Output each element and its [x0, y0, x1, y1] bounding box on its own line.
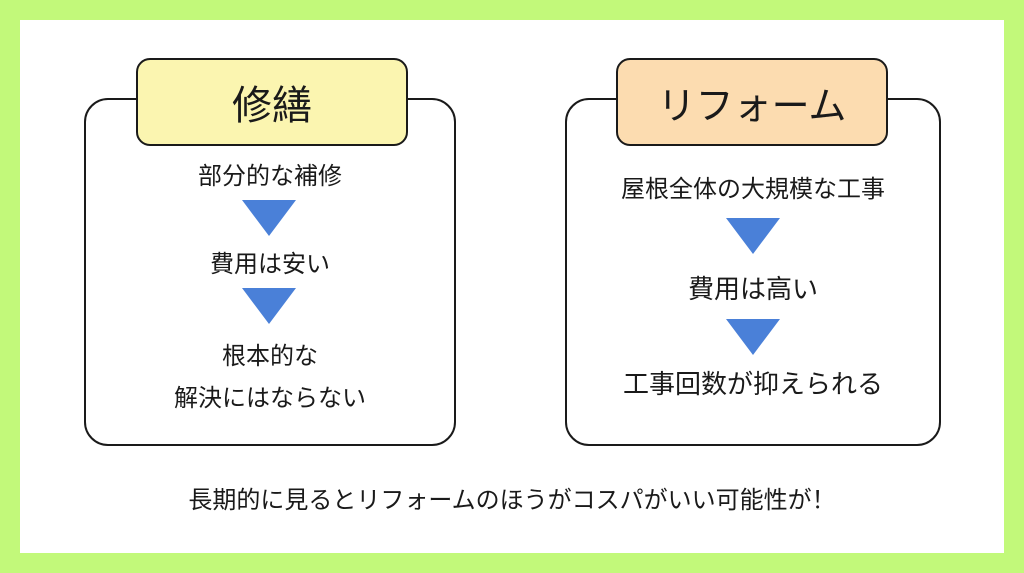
- conclusion-caption: 長期的に見るとリフォームのほうがコスパがいい可能性が！: [188, 486, 836, 514]
- repair-step-2: 費用は安い: [210, 250, 330, 278]
- repair-step-3-line-2: 解決にはならない: [174, 384, 366, 412]
- reform-step-2: 費用は高い: [687, 275, 818, 305]
- reform-step-3: 工事回数が抑えられる: [622, 370, 883, 400]
- repair-step-3-line-1: 根本的な: [222, 342, 318, 370]
- down-arrow-icon: [242, 288, 296, 324]
- reform-panel: [565, 98, 941, 446]
- repair-step-1: 部分的な補修: [198, 162, 342, 190]
- down-arrow-icon: [242, 200, 296, 236]
- diagram-canvas: 修繕 部分的な補修 費用は安い 根本的な 解決にはならない リフォーム 屋根全体…: [20, 20, 1004, 553]
- repair-title: 修繕: [136, 58, 408, 146]
- reform-step-1: 屋根全体の大規模な工事: [621, 175, 885, 203]
- down-arrow-icon: [726, 218, 780, 254]
- reform-title: リフォーム: [616, 58, 888, 146]
- down-arrow-icon: [726, 319, 780, 355]
- repair-panel: [84, 98, 456, 446]
